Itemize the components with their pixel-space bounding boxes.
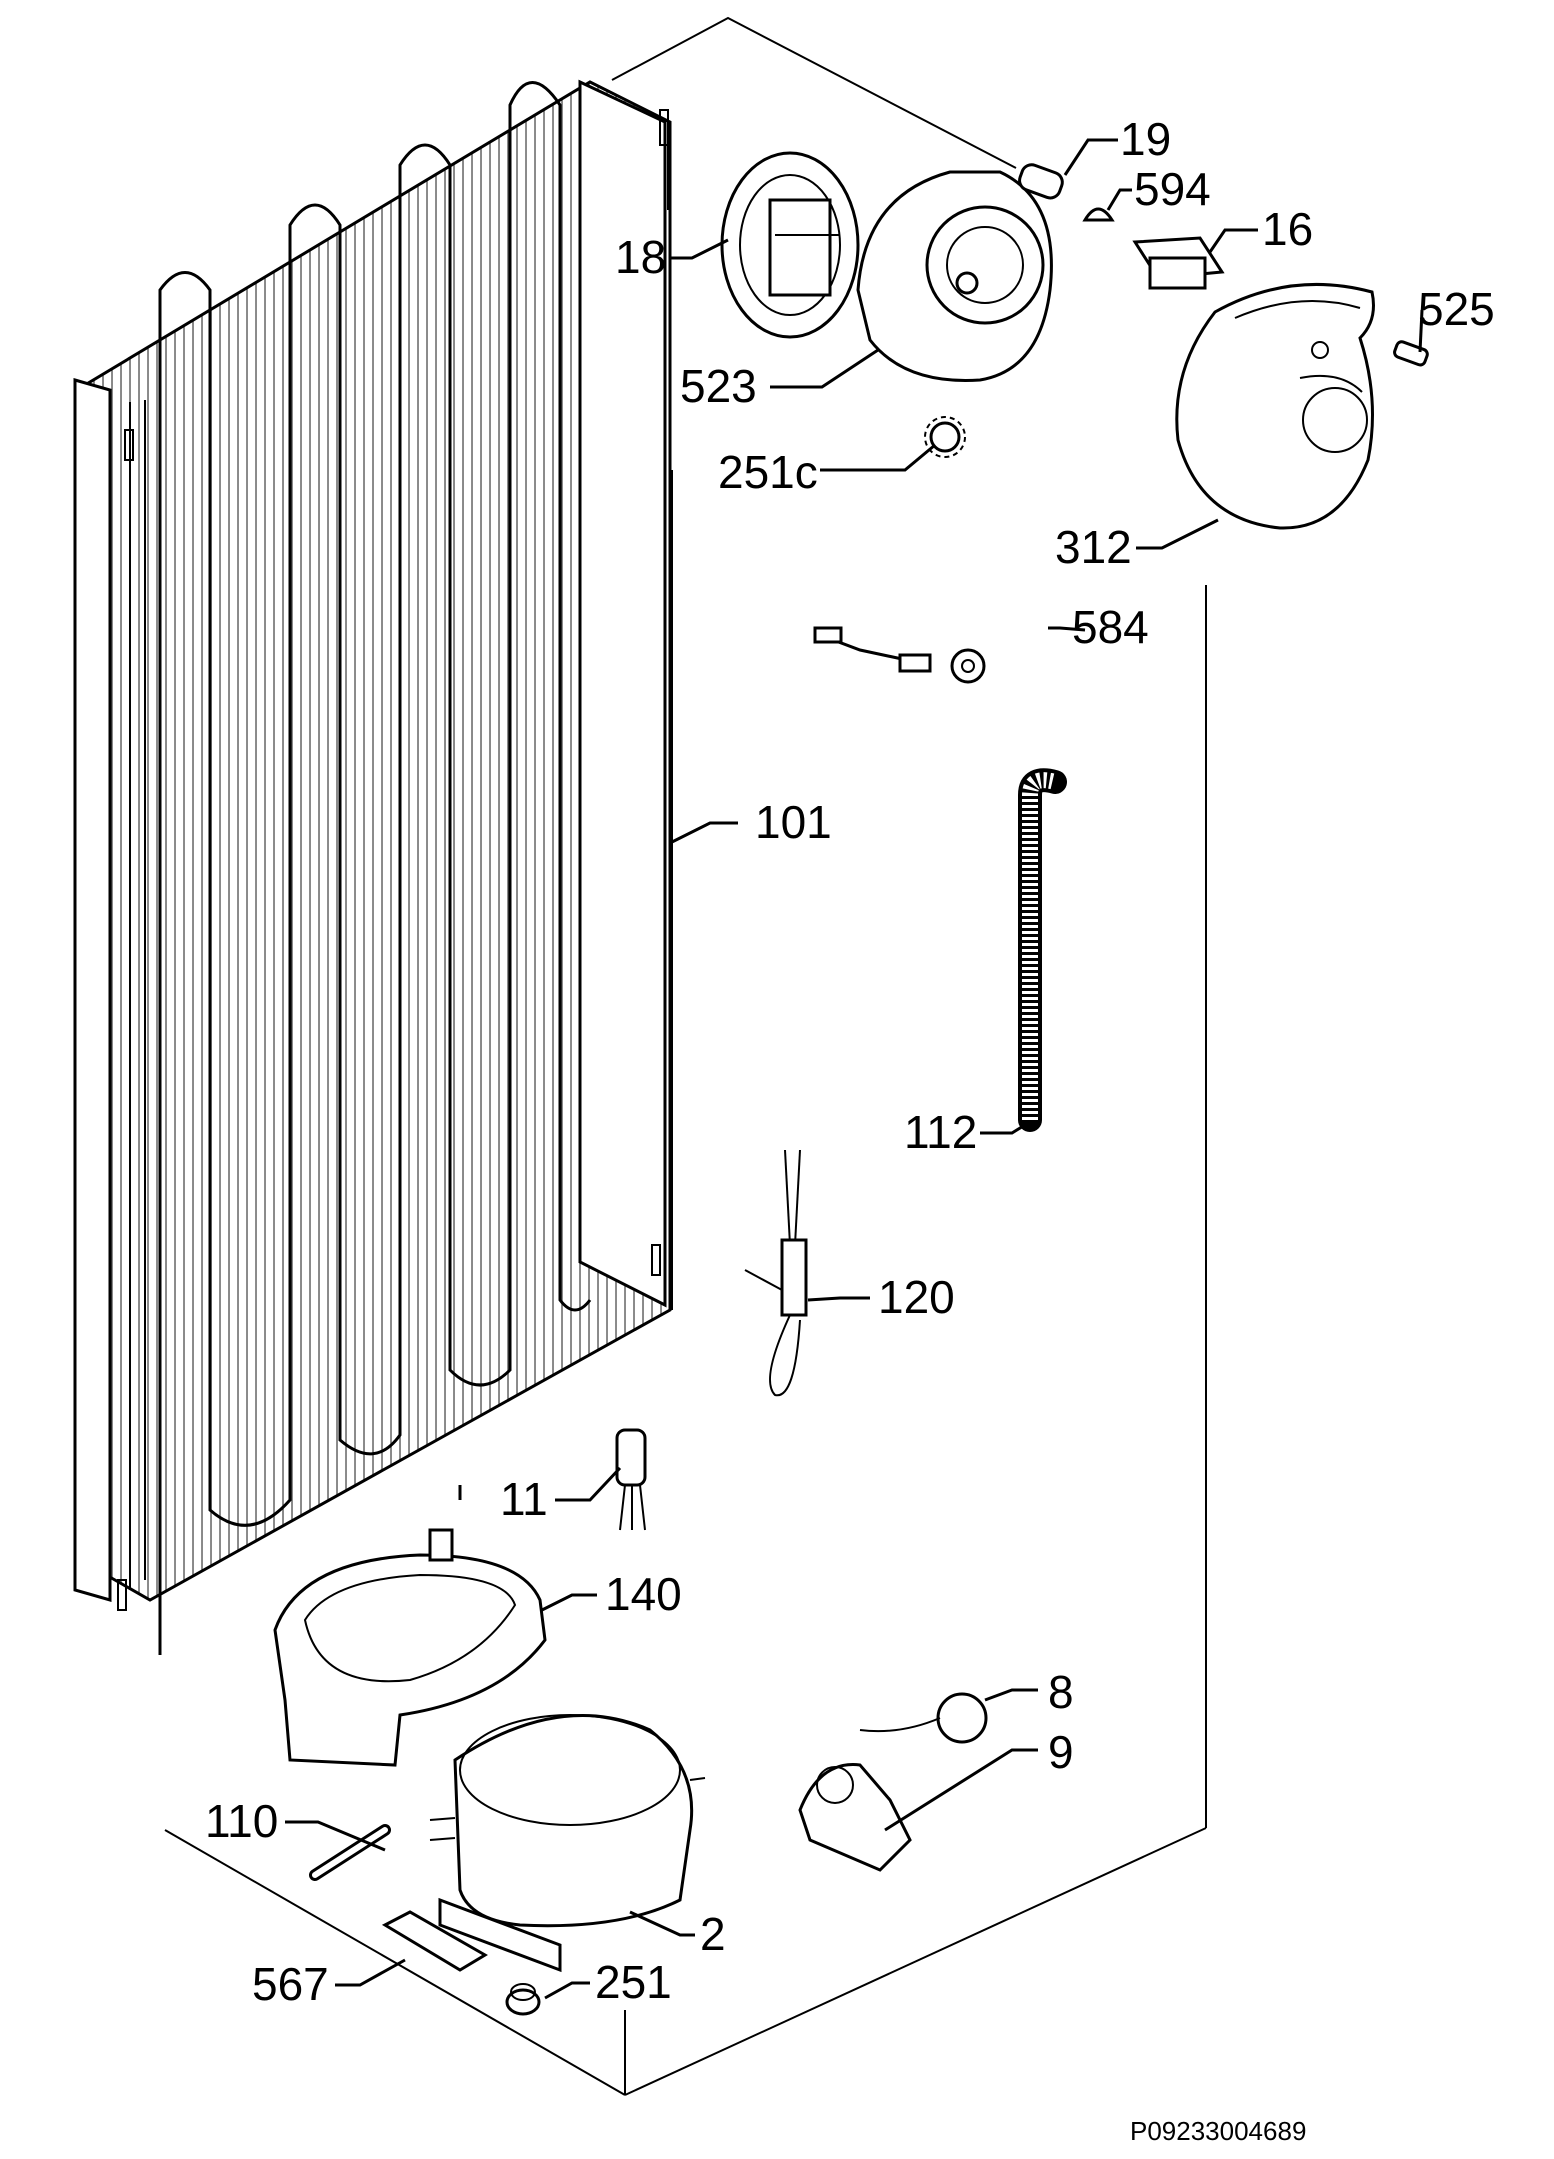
- callout-19: 19: [1120, 113, 1171, 165]
- callout-567: 567: [252, 1958, 329, 2010]
- callout-18: 18: [615, 231, 666, 283]
- callout-251c: 251c: [718, 446, 818, 498]
- callout-251: 251: [595, 1956, 672, 2008]
- cabinet-outline: [164, 16, 1207, 2096]
- callout-16: 16: [1262, 203, 1313, 255]
- callout-112: 112: [904, 1106, 977, 1158]
- relay-11: [615, 1428, 647, 1531]
- relay-holder-9: [798, 1763, 912, 1872]
- callout-11: 11: [500, 1473, 548, 1525]
- callout-523: 523: [680, 360, 757, 412]
- callout-140: 140: [605, 1568, 682, 1620]
- callout-2: 2: [700, 1908, 726, 1960]
- switch: [1132, 236, 1225, 290]
- condenser: [73, 79, 673, 1655]
- callout-584: 584: [1072, 601, 1149, 653]
- starter-8: [859, 1692, 988, 1744]
- sensor-525: [1393, 340, 1429, 367]
- plate-567: [381, 1910, 488, 1972]
- drip-tray: [273, 1528, 547, 1767]
- callout-312: 312: [1055, 521, 1132, 573]
- gear-251c: [924, 416, 966, 458]
- fan-motor: [720, 151, 860, 339]
- callout-120: 120: [878, 1271, 955, 1323]
- callout-labels: 19 594 16 525 18 523 251c 312 584 101 11…: [205, 113, 1495, 2146]
- leader-lines: [285, 138, 1424, 2000]
- callout-101: 101: [755, 796, 832, 848]
- lamp-housing: [1175, 283, 1375, 530]
- heater-wire: [744, 1149, 808, 1397]
- reference-code: P09233004689: [1130, 2116, 1306, 2146]
- fan-housing: [856, 170, 1053, 382]
- cable-584: [813, 626, 986, 684]
- cap-594: [1082, 207, 1115, 222]
- callout-110: 110: [205, 1795, 278, 1847]
- callout-525: 525: [1418, 283, 1495, 335]
- callout-594: 594: [1134, 163, 1211, 215]
- nut-251: [505, 1983, 541, 2016]
- rod-110: [309, 1824, 391, 1881]
- callout-9: 9: [1048, 1726, 1074, 1778]
- compressor: [429, 1714, 706, 1973]
- callout-8: 8: [1048, 1666, 1074, 1718]
- drain-tube: [1018, 768, 1067, 1132]
- lamp: [1018, 163, 1064, 200]
